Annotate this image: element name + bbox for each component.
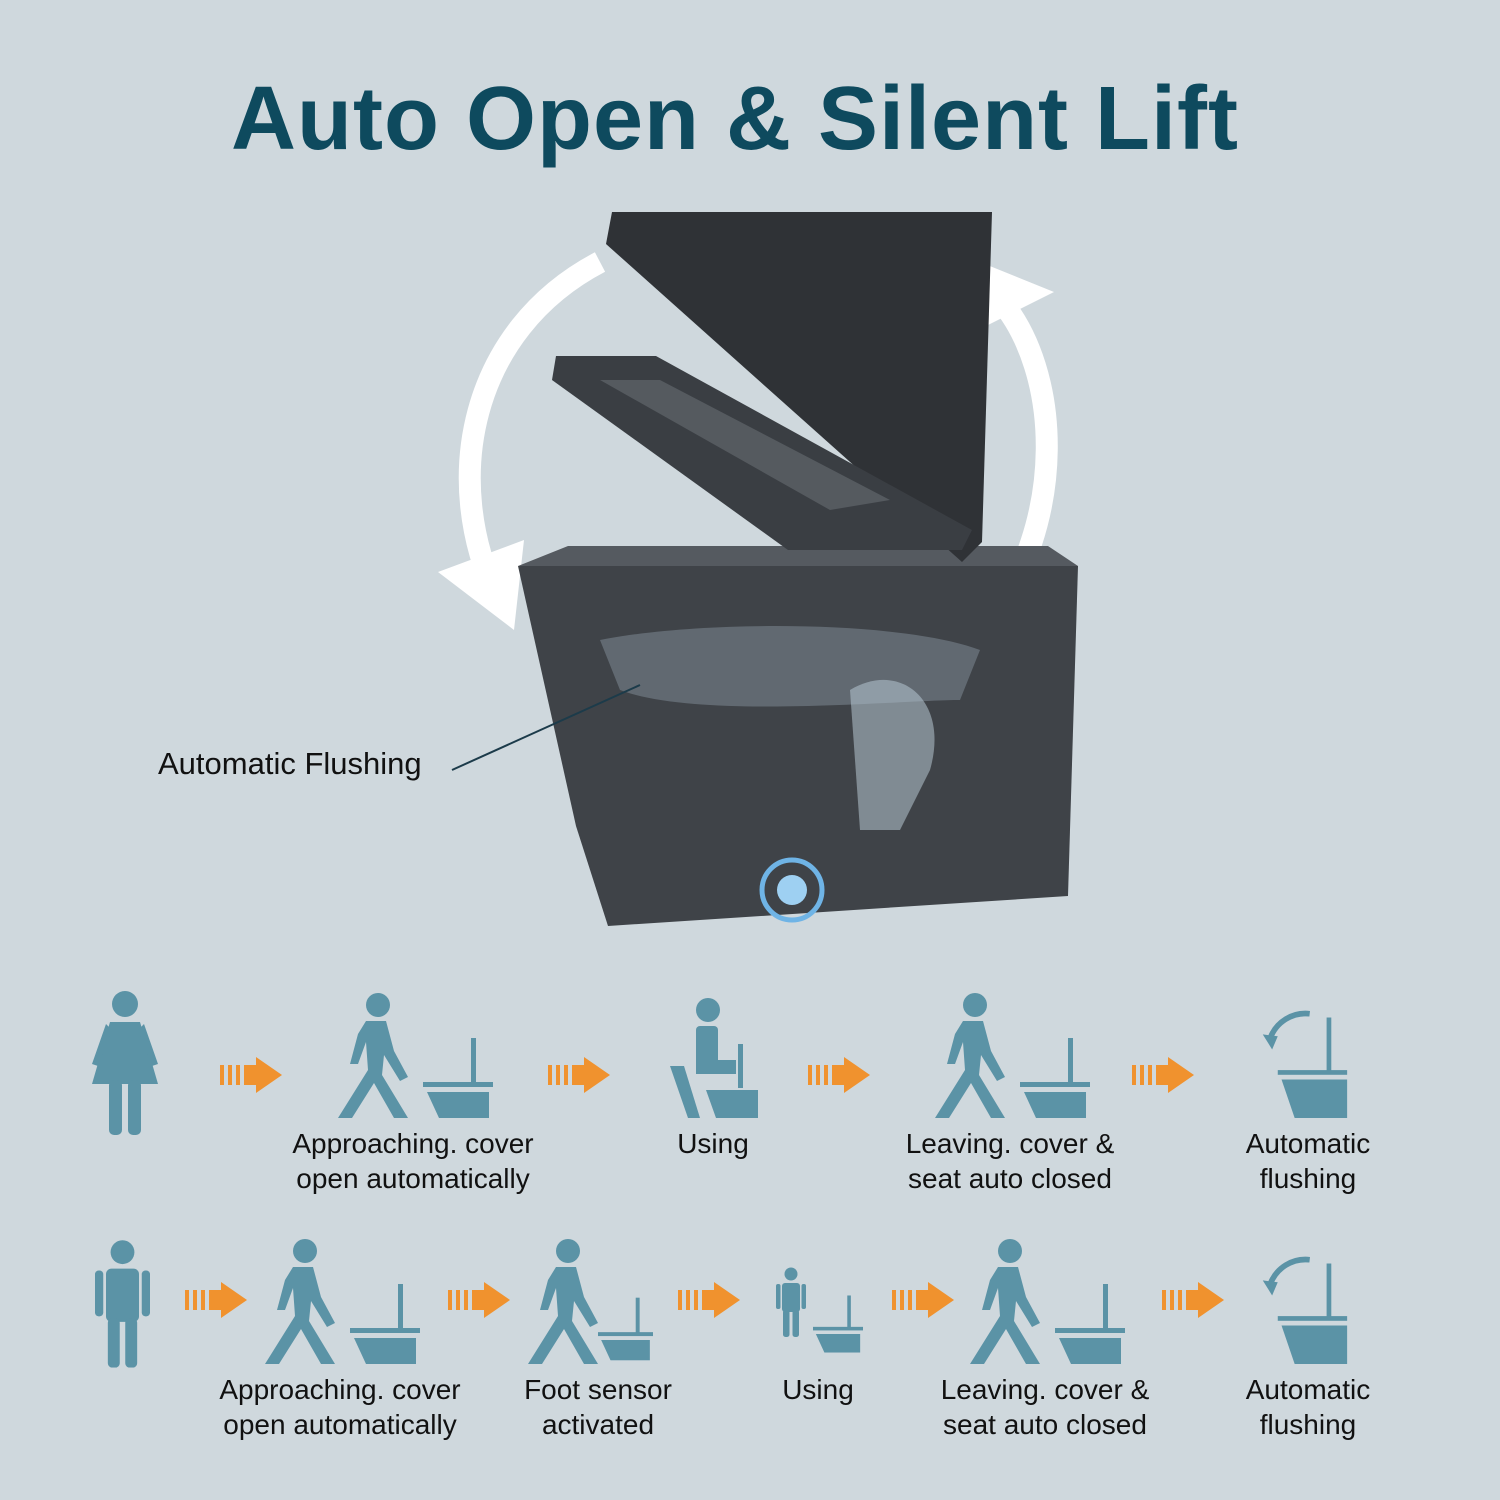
- step-label-line1: Leaving. cover &: [905, 1128, 1115, 1159]
- toilet-lid: [606, 212, 992, 562]
- toilet-body: [518, 566, 1078, 926]
- toilet-icon: [598, 1294, 653, 1364]
- man-icon: [95, 1232, 150, 1375]
- step-label-line2: open automatically: [296, 1163, 530, 1194]
- flow-arrow-icon: [548, 1057, 610, 1093]
- flush-icon: [1260, 1256, 1350, 1364]
- step-label-line1: Leaving. cover &: [940, 1374, 1150, 1405]
- rotation-arrow-left: [458, 252, 606, 605]
- woman-icon: [92, 990, 158, 1135]
- page-title: Auto Open & Silent Lift: [231, 69, 1239, 169]
- walk-toilet-open-icon: [338, 993, 418, 1118]
- step-label-line2: flushing: [1259, 1163, 1357, 1194]
- flow-arrow-icon: [678, 1282, 740, 1318]
- foot-sensor-icon: [528, 1239, 608, 1364]
- flow-arrow-icon: [448, 1282, 510, 1318]
- step-label-line1: Approaching. cover: [219, 1374, 461, 1405]
- step-label-line1: Using: [782, 1374, 854, 1405]
- toilet-icon: [1055, 1284, 1125, 1364]
- flow-arrow-icon: [1162, 1282, 1224, 1318]
- step-label-line1: Automatic: [1245, 1374, 1371, 1405]
- toilet-icon: [423, 1038, 493, 1118]
- toilet-icon: [350, 1284, 420, 1364]
- walk-toilet-open-icon: [265, 1239, 345, 1364]
- walk-toilet-close-icon: [935, 993, 1015, 1118]
- flush-icon: [1260, 1010, 1350, 1118]
- step-label-line2: seat auto closed: [908, 1163, 1112, 1194]
- toilet-icon: [813, 1284, 863, 1364]
- step-label-line1: Using: [677, 1128, 749, 1159]
- step-label-line1: Foot sensor: [524, 1374, 672, 1405]
- step-label-line2: open automatically: [223, 1409, 457, 1440]
- walk-toilet-close-icon: [970, 1239, 1050, 1364]
- flow-arrow-icon: [808, 1057, 870, 1093]
- step-label-line1: Automatic: [1245, 1128, 1371, 1159]
- flow-arrow-icon: [892, 1282, 954, 1318]
- step-label-line1: Approaching. cover: [292, 1128, 534, 1159]
- flow-arrow-icon: [1132, 1057, 1194, 1093]
- toilet-icon: [1020, 1038, 1090, 1118]
- step-label-line2: activated: [541, 1409, 655, 1440]
- automatic-flushing-callout: Automatic Flushing: [158, 746, 422, 781]
- foot-sensor: [759, 857, 825, 923]
- step-label-line2: flushing: [1259, 1409, 1357, 1440]
- step-label-line2: seat auto closed: [943, 1409, 1147, 1440]
- sitting-icon: [668, 998, 758, 1118]
- flow-arrow-icon: [185, 1282, 247, 1318]
- smart-toilet-product-image: [438, 212, 1078, 926]
- standing-icon: [776, 1244, 806, 1360]
- flow-arrow-icon: [220, 1057, 282, 1093]
